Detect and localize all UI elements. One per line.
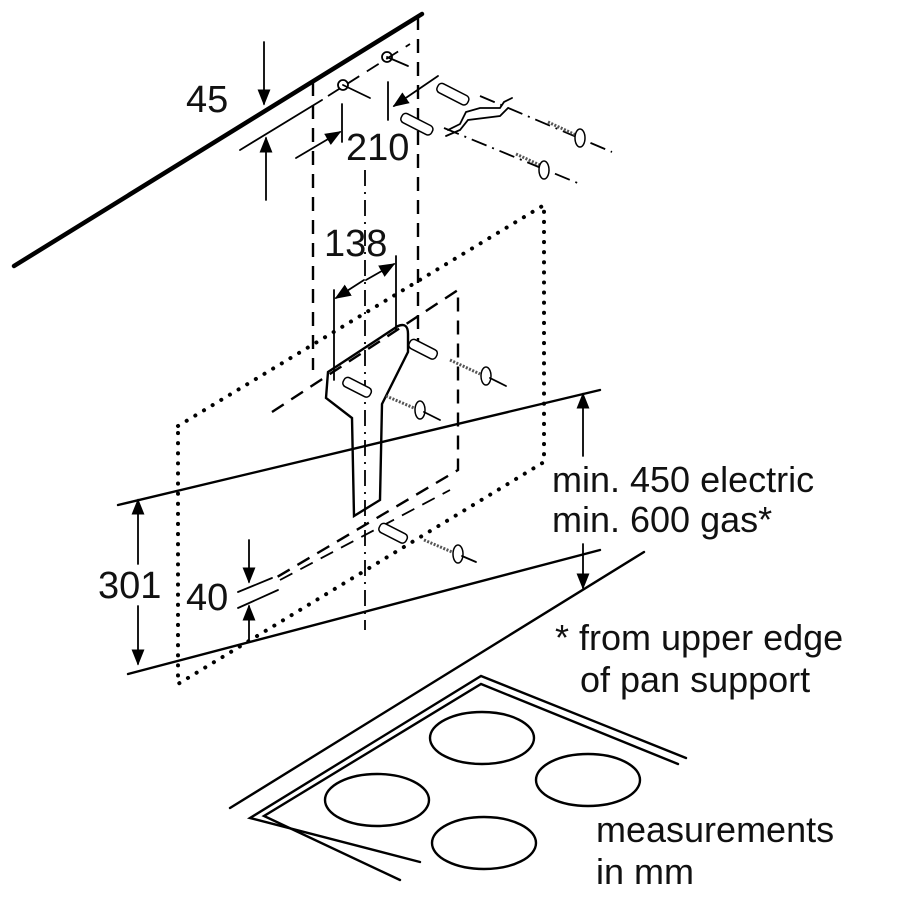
units-note-line1: measurements (596, 809, 834, 850)
hob-burner-rear-left (428, 710, 536, 766)
top-hole-right-tick (386, 56, 409, 67)
ceiling-offset-line (239, 99, 323, 151)
dim-138-arrow-right (365, 263, 396, 281)
top-hole-axis (327, 43, 411, 97)
top-hole-left (337, 79, 349, 91)
top-hole-right (381, 51, 393, 63)
dim-210-arrow-left (295, 131, 342, 159)
clearance-gas: min. 600 gas* (552, 499, 772, 540)
lower-screw (515, 152, 550, 180)
dim-40-line-top (237, 577, 273, 593)
bottom-wall-plug (378, 522, 477, 564)
upper-screw (547, 120, 586, 148)
inner-panel-dashed (271, 287, 460, 582)
middle-wall-plug-1 (408, 338, 507, 387)
ceiling-edge-line (11, 11, 425, 269)
clearance-electric: min. 450 electric (552, 459, 814, 500)
top-hole-left-tick (342, 84, 371, 99)
dim-45-label: 45 (186, 79, 228, 121)
hood-top-edge (116, 388, 602, 507)
dim-40-label: 40 (186, 577, 228, 619)
hob-burner-front-left (323, 772, 431, 828)
hob-inner-frame (261, 682, 680, 882)
lower-screw-axis (443, 127, 581, 185)
dim-138-arrow-left (334, 279, 365, 299)
units-note-line2: in mm (596, 851, 694, 892)
bottom-dashed-edge (279, 489, 451, 581)
footnote-line2: of pan support (580, 659, 810, 700)
upper-screw-axis (479, 95, 613, 153)
footnote-line1: * from upper edge (555, 617, 843, 658)
hob-reference-line (228, 550, 646, 810)
middle-wall-plug-2 (342, 376, 441, 421)
dim-301-label: 301 (98, 565, 161, 607)
dim-138-label: 138 (324, 223, 387, 265)
dim-210-label: 210 (346, 127, 409, 169)
hook-bracket (445, 97, 513, 137)
dim-210-arrow-right (392, 75, 439, 107)
top-wall-plug-1 (436, 82, 470, 106)
top-wall-plug-2 (400, 112, 434, 136)
hob-outer-frame (246, 674, 688, 864)
dim-40-line-bottom (237, 589, 279, 609)
hob-burner-front-right (430, 815, 538, 871)
hood-bottom-edge (126, 548, 602, 676)
hob-burner-rear-right (534, 752, 642, 808)
mounting-bracket-plate (324, 323, 410, 519)
